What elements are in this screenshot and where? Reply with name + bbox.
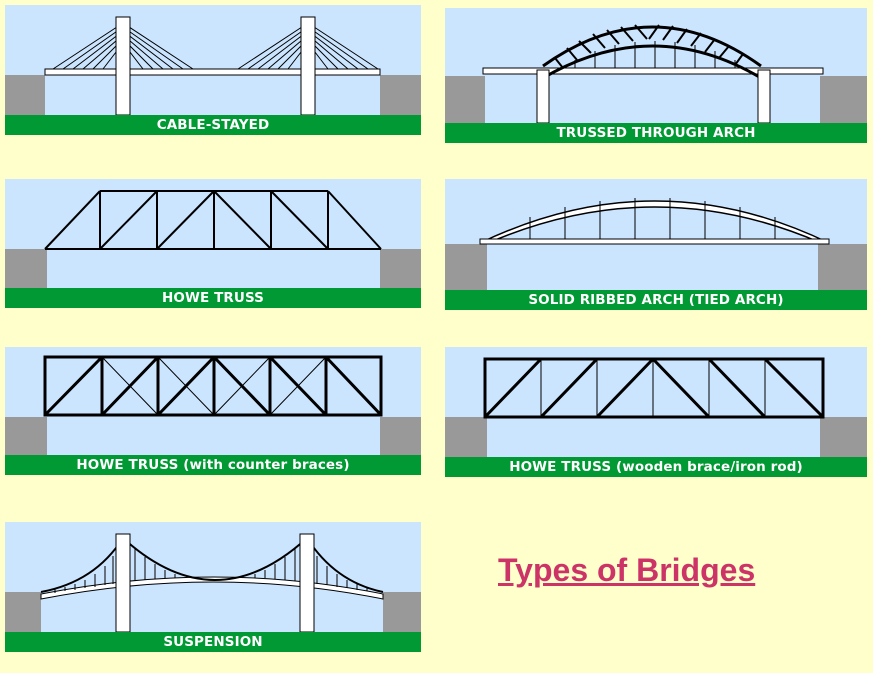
abutment-right (818, 244, 867, 290)
solid-ribbed-arch-illustration (445, 198, 867, 290)
abutment-right (380, 417, 421, 455)
abutment-left (445, 417, 487, 457)
bridge-panel-howe-truss: HOWE TRUSS (5, 179, 421, 308)
bridge-caption: SOLID RIBBED ARCH (TIED ARCH) (445, 290, 867, 310)
stay-cables (52, 22, 379, 70)
pylon-left (115, 16, 131, 116)
truss-members (44, 190, 382, 250)
truss-frame (483, 357, 825, 419)
abutment-right (820, 417, 867, 457)
abutment-right (383, 592, 421, 632)
bridge-panel-cable-stayed: CABLE-STAYED (5, 5, 421, 135)
hangers (574, 41, 736, 68)
abutment-left (5, 75, 45, 115)
arch-web (554, 24, 744, 69)
abutment-right (380, 249, 421, 288)
bridge-caption: HOWE TRUSS (5, 288, 421, 308)
main-cable-center (122, 537, 308, 581)
deck (482, 67, 824, 75)
arch-rib (479, 200, 830, 244)
abutment-left (5, 592, 41, 632)
arch-bottom-chord (542, 44, 762, 80)
deck (479, 238, 830, 245)
bridge-panel-howe-truss-wooden: HOWE TRUSS (wooden brace/iron rod) (445, 347, 867, 477)
abutment-left (445, 244, 487, 290)
abutment-left (445, 76, 485, 123)
hangers (529, 198, 776, 239)
trussed-arch-illustration (445, 24, 867, 124)
tower-right (299, 533, 315, 633)
bridge-caption: TRUSSED THROUGH ARCH (445, 123, 867, 143)
pylon-right (300, 16, 316, 116)
iron-rods (540, 359, 766, 417)
abutment-right (380, 75, 421, 115)
howe-truss-illustration (5, 190, 421, 288)
howe-truss-wooden-illustration (445, 357, 867, 457)
abutment-left (5, 249, 47, 288)
bridge-caption: CABLE-STAYED (5, 115, 421, 135)
bridge-caption: HOWE TRUSS (with counter braces) (5, 455, 421, 475)
abutment-right (820, 76, 867, 123)
bridge-panel-trussed-through-arch: TRUSSED THROUGH ARCH (445, 8, 867, 143)
counter-braces (101, 356, 327, 416)
bridge-panel-suspension: SUSPENSION (5, 522, 421, 652)
bridge-panel-howe-truss-counter: HOWE TRUSS (with counter braces) (5, 347, 421, 475)
tower-left (115, 533, 131, 633)
bridge-caption: SUSPENSION (5, 632, 421, 652)
bridge-panel-solid-ribbed-arch: SOLID RIBBED ARCH (TIED ARCH) (445, 179, 867, 310)
cable-stayed-illustration (5, 16, 421, 116)
abutment-left (5, 417, 47, 455)
types-of-bridges-link[interactable]: Types of Bridges (498, 552, 756, 588)
bridge-caption: HOWE TRUSS (wooden brace/iron rod) (445, 457, 867, 477)
deck (44, 68, 381, 76)
suspension-illustration (5, 533, 421, 633)
pier-right (757, 69, 771, 124)
pier-left (536, 69, 550, 124)
truss-frame (43, 355, 383, 417)
arch-top-chord (542, 25, 762, 68)
suspenders (54, 549, 368, 593)
howe-truss-counter-illustration (5, 355, 421, 455)
